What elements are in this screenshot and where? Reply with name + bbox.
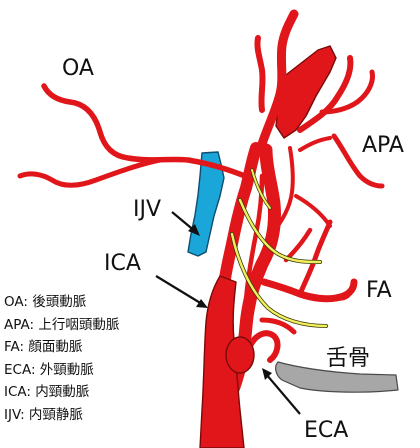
label-ica: ICA (104, 253, 141, 275)
label-hyoid: 舌骨 (326, 348, 370, 370)
legend-item-ijv: IJV: 内頸静脈 (4, 404, 119, 427)
legend-item-fa: FA: 顔面動脈 (4, 336, 119, 359)
legend: OA: 後頭動脈 APA: 上行咽頭動脈 FA: 顔面動脈 ECA: 外頸動脈 … (4, 291, 119, 427)
label-eca: ECA (304, 420, 348, 442)
legend-item-oa: OA: 後頭動脈 (4, 291, 119, 314)
apa-branch-4 (300, 138, 330, 150)
carotid-bulb (226, 337, 254, 373)
legend-item-apa: APA: 上行咽頭動脈 (4, 314, 119, 337)
occipital-branch-left (20, 160, 160, 185)
legend-item-ica: ICA: 内頸動脈 (4, 381, 119, 404)
ica-arrow-line (156, 276, 202, 304)
legend-item-eca: ECA: 外頸動脈 (4, 359, 119, 382)
facial-branch-up (300, 222, 330, 294)
label-ijv: IJV (133, 199, 161, 221)
facial-branch-2 (286, 230, 310, 260)
label-fa: FA (366, 280, 392, 302)
label-oa: OA (62, 58, 94, 80)
label-apa: APA (362, 135, 404, 157)
upper-branch-left (257, 38, 262, 110)
small-branch-right (296, 196, 330, 226)
